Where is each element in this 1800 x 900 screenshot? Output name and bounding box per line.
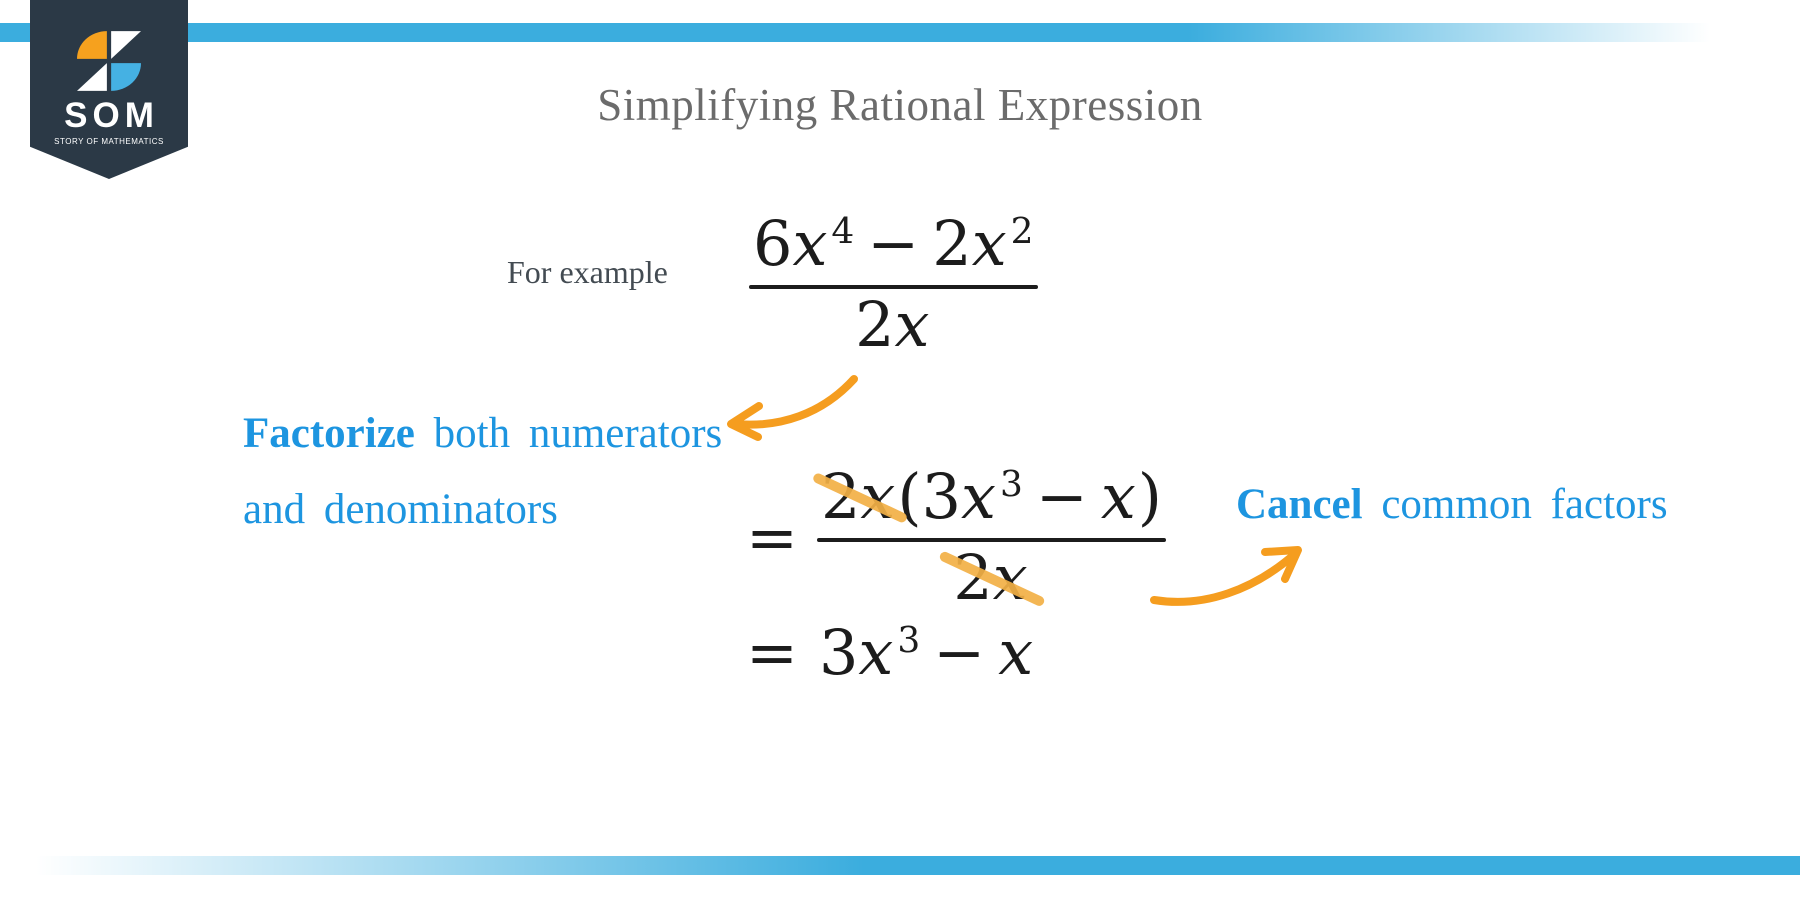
coefficient: 2 (932, 207, 972, 280)
logo-badge: SOM STORY OF MATHEMATICS (30, 0, 188, 179)
variable: x (858, 616, 894, 689)
cancel-note: Cancel common factors (1236, 480, 1668, 529)
exponent: 3 (1000, 463, 1023, 505)
step2-denominator: 2x (817, 545, 1166, 610)
coefficient: 6 (753, 207, 793, 280)
factorize-note: Factorize both numerators and denominato… (243, 396, 722, 548)
logo-tagline: STORY OF MATHEMATICS (54, 137, 164, 146)
example-label: For example (507, 254, 668, 290)
fraction-bar (816, 538, 1166, 543)
variable: x (992, 541, 1028, 615)
variable: x (998, 616, 1034, 689)
coefficient: 2 (953, 541, 993, 615)
factorize-rest: both numerators (433, 410, 723, 457)
variable: x (971, 207, 1007, 280)
cancelled-factor-numerator: 2x (821, 464, 897, 529)
minus-operator: − (1035, 460, 1088, 533)
som-logo-icon (77, 31, 141, 91)
equals-sign: = (746, 616, 798, 689)
bottom-accent-bar (0, 856, 1800, 875)
page-title: Simplifying Rational Expression (597, 80, 1203, 130)
minus-operator: − (867, 207, 920, 280)
variable: x (860, 460, 896, 533)
cancel-keyword: Cancel (1236, 481, 1363, 528)
variable: x (894, 288, 930, 362)
exponent: 3 (897, 619, 921, 661)
close-paren: ) (1137, 460, 1162, 533)
coefficient: 2 (820, 460, 861, 533)
factorize-keyword: Factorize (243, 410, 415, 457)
coefficient: 2 (855, 288, 895, 362)
coefficient: 3 (818, 616, 859, 689)
cancel-arrow-icon (1150, 546, 1302, 606)
step1-denominator: 2x (749, 292, 1038, 357)
logo-acronym: SOM (64, 96, 159, 135)
top-accent-bar (0, 23, 1800, 42)
equals-sign: = (746, 500, 798, 574)
exponent: 4 (831, 210, 855, 252)
cancel-rest: common factors (1381, 481, 1668, 528)
exponent: 2 (1010, 210, 1034, 252)
factorize-arrow-icon (727, 375, 858, 441)
variable: x (792, 207, 828, 280)
fraction-bar (749, 285, 1038, 290)
cancelled-factor-denominator: 2x (953, 545, 1029, 610)
variable: x (961, 460, 996, 533)
factorize-note-line2: and denominators (243, 486, 558, 533)
variable: x (1100, 460, 1136, 533)
coefficient: 3 (921, 460, 962, 533)
factorize-note-line1: Factorize both numerators (243, 396, 722, 472)
minus-operator: − (933, 616, 986, 689)
